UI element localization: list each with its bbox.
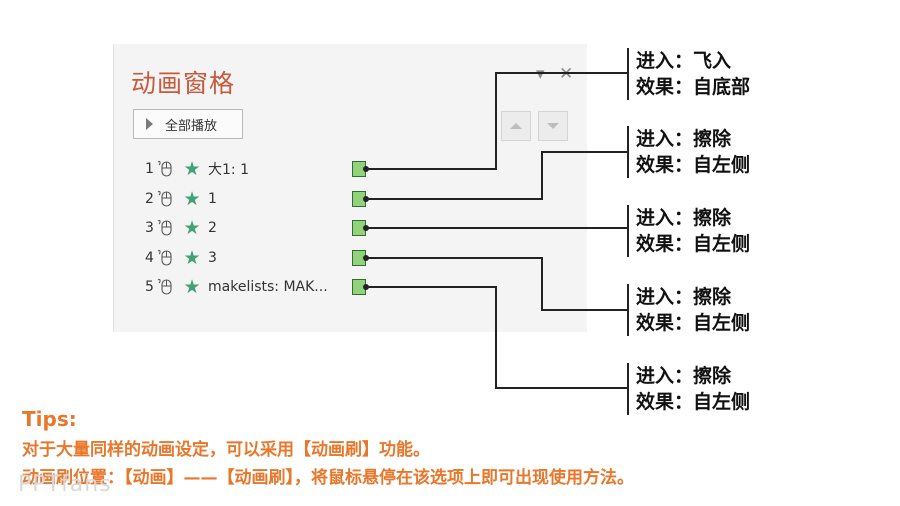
connector-dot bbox=[363, 225, 369, 231]
tips-line: 动画刷位置：【动画】——【动画刷】，将鼠标悬停在该选项上即可出现使用方法。 bbox=[22, 468, 634, 488]
item-label: 大1: 1 bbox=[208, 162, 249, 178]
callout-box: 进入：擦除 效果：自左侧 bbox=[627, 363, 836, 415]
mouse-click-icon bbox=[157, 219, 172, 236]
callout-box: 进入：擦除 效果：自左侧 bbox=[627, 205, 836, 257]
animation-item[interactable]: 3 ★ 2 bbox=[145, 217, 370, 239]
animation-item[interactable]: 5 ★ makelists: MAK... bbox=[145, 276, 370, 298]
item-order: 3 bbox=[145, 220, 154, 236]
mouse-click-icon bbox=[157, 278, 172, 295]
animation-item[interactable]: 2 ★ 1 bbox=[145, 188, 370, 210]
entrance-star-icon: ★ bbox=[183, 276, 201, 298]
entrance-star-icon: ★ bbox=[183, 247, 201, 269]
watermark-logo: PPTfans bbox=[18, 472, 112, 497]
item-label: makelists: MAK... bbox=[208, 279, 328, 295]
play-icon bbox=[146, 118, 153, 130]
animation-item[interactable]: 4 ★ 3 bbox=[145, 247, 370, 269]
callout-entry: 进入：飞入 bbox=[636, 50, 732, 72]
animation-pane bbox=[113, 44, 587, 332]
mouse-click-icon bbox=[157, 160, 172, 177]
play-all-label: 全部播放 bbox=[165, 118, 218, 134]
move-down-button[interactable] bbox=[538, 111, 568, 141]
callout-entry: 进入：擦除 bbox=[636, 365, 732, 387]
callout-effect: 效果：自左侧 bbox=[636, 391, 751, 413]
connector-line bbox=[366, 151, 627, 200]
callout-effect: 效果：自左侧 bbox=[636, 154, 751, 176]
callout-entry: 进入：擦除 bbox=[636, 207, 732, 229]
callout-entry: 进入：擦除 bbox=[636, 286, 732, 308]
connector-line bbox=[366, 72, 627, 170]
move-up-icon bbox=[510, 123, 522, 129]
callout-entry: 进入：擦除 bbox=[636, 128, 732, 150]
item-order: 2 bbox=[145, 191, 154, 207]
connector-dot bbox=[363, 255, 369, 261]
item-label: 1 bbox=[208, 191, 217, 207]
item-label: 3 bbox=[208, 250, 217, 266]
connector-line bbox=[366, 286, 627, 389]
mouse-click-icon bbox=[157, 249, 172, 266]
connector-dot bbox=[363, 166, 369, 172]
callout-box: 进入：飞入 效果：自底部 bbox=[627, 48, 836, 100]
move-up-button[interactable] bbox=[501, 111, 531, 141]
move-down-icon bbox=[547, 123, 559, 129]
callout-box: 进入：擦除 效果：自左侧 bbox=[627, 126, 836, 178]
callout-effect: 效果：自左侧 bbox=[636, 312, 751, 334]
callout-box: 进入：擦除 效果：自左侧 bbox=[627, 284, 836, 336]
callout-effect: 效果：自左侧 bbox=[636, 233, 751, 255]
tips-heading: Tips: bbox=[22, 407, 77, 431]
pane-title: 动画窗格 bbox=[131, 69, 236, 98]
entrance-star-icon: ★ bbox=[183, 188, 201, 210]
item-order: 4 bbox=[145, 250, 154, 266]
entrance-star-icon: ★ bbox=[183, 217, 201, 239]
animation-item[interactable]: 1 ★ 大1: 1 bbox=[145, 158, 370, 180]
connector-line bbox=[366, 257, 627, 311]
tips-line: 对于大量同样的动画设定，可以采用【动画刷】功能。 bbox=[22, 440, 430, 460]
entrance-star-icon: ★ bbox=[183, 158, 201, 180]
connector-dot bbox=[363, 284, 369, 290]
item-order: 1 bbox=[145, 161, 154, 177]
play-all-button[interactable]: 全部播放 bbox=[133, 109, 243, 139]
item-order: 5 bbox=[145, 279, 154, 295]
connector-dot bbox=[363, 196, 369, 202]
item-label: 2 bbox=[208, 220, 217, 236]
callout-effect: 效果：自底部 bbox=[636, 76, 751, 98]
mouse-click-icon bbox=[157, 190, 172, 207]
